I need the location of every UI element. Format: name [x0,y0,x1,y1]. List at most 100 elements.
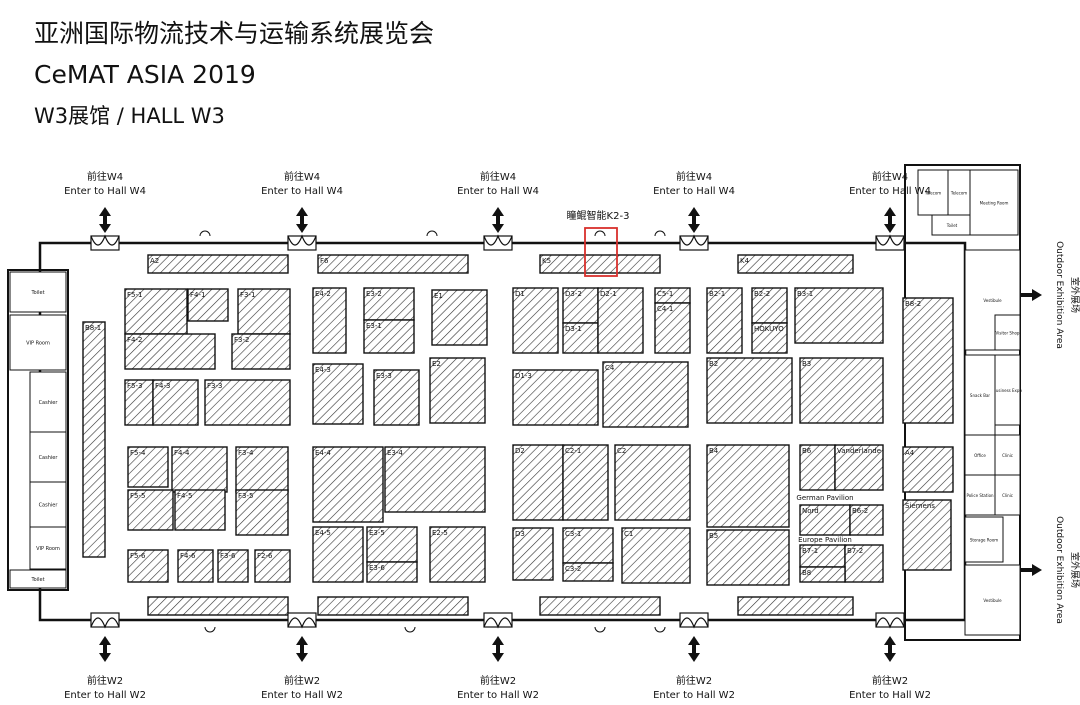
booth-strip[interactable] [317,596,469,616]
booth[interactable]: B6-2 [849,504,884,536]
booth[interactable]: E3-3 [373,369,420,426]
booth[interactable]: E2 [429,357,486,424]
highlight-box [584,227,618,277]
booth[interactable]: E2-5 [429,526,486,583]
booth[interactable]: B7-2 [844,544,884,583]
booth[interactable]: F5-5 [127,489,174,531]
booth[interactable]: F5-4 [127,446,169,488]
booth[interactable]: Nord [799,504,851,536]
booth[interactable]: B3-1 [794,287,884,344]
booth[interactable]: B2 [706,357,793,424]
booth-strip[interactable] [737,596,854,616]
booth[interactable]: C4 [602,361,689,428]
booth-label: F4-5 [177,492,192,500]
booth[interactable]: E3-5 [366,526,418,563]
booth[interactable]: E1 [431,289,488,346]
entrance-label-cn: 前往W2 [872,674,908,687]
outdoor-label-cn: 室外展场 [1069,277,1080,313]
booth[interactable]: E4-4 [312,446,384,523]
booth[interactable]: B2-1 [706,287,743,354]
booth[interactable]: F4-5 [174,489,226,531]
booth[interactable]: B8-1 [82,321,106,558]
booth[interactable]: A4 [902,446,954,493]
booth[interactable]: E4-2 [312,287,347,354]
booth[interactable]: F2-6 [254,549,291,583]
booth[interactable]: F3-5 [235,489,289,536]
booth[interactable]: K4 [737,254,854,274]
booth[interactable]: B8-2 [902,297,954,424]
booth[interactable]: A2 [147,254,289,274]
booth-label: F3-4 [238,449,254,457]
booth[interactable]: F6 [317,254,469,274]
booth[interactable]: B6 [799,444,836,491]
entrance-door[interactable] [90,612,120,629]
entrance-door[interactable] [679,612,709,629]
service-room: Cashier [29,431,67,483]
booth[interactable]: C4-1 [654,302,691,354]
booth[interactable]: D2-1 [597,287,644,354]
booth[interactable]: F4-4 [171,446,228,493]
booth[interactable]: F5-6 [127,549,169,583]
pavilion-label: German Pavilion [796,494,853,502]
booth[interactable]: C2 [614,444,691,521]
entrance-door[interactable] [875,234,905,251]
booth[interactable]: D3 [512,527,554,581]
booth[interactable]: B4 [706,444,790,528]
booth-strip[interactable] [147,596,289,616]
service-room: Storage Room [964,516,1004,563]
booth[interactable]: C5-1 [654,287,691,304]
entrance-label-cn: 前往W4 [676,170,712,183]
booth[interactable]: C2-1 [562,444,609,521]
hall-name: W3展馆 / HALL W3 [34,104,225,128]
entrance-door[interactable] [90,234,120,251]
booth[interactable]: F5-3 [124,379,154,426]
entrance-door[interactable] [679,234,709,251]
booth[interactable]: E3-4 [384,446,486,513]
booth[interactable]: D1-3 [512,369,599,426]
booth[interactable]: F4-2 [124,333,216,370]
booth[interactable]: C3-2 [562,562,614,582]
entrance-door[interactable] [875,612,905,629]
entrance-label-cn: 前往W2 [480,674,516,687]
entrance-door[interactable] [287,612,317,629]
booth[interactable]: C1 [621,527,691,584]
booth[interactable]: K5 [539,254,661,274]
entrance-door[interactable] [483,234,513,251]
service-room-label: Storage Room [970,538,998,543]
booth[interactable]: F3-2 [231,333,291,370]
booth[interactable]: Vanderlande [834,444,884,491]
booth[interactable]: C3-1 [562,527,614,564]
service-room: Clinic [994,474,1021,516]
booth[interactable]: E3-1 [363,319,415,354]
booth[interactable]: F4-6 [177,549,214,583]
booth[interactable]: F3-1 [237,288,291,335]
entrance-door[interactable] [483,612,513,629]
booth[interactable]: B8 [799,566,846,583]
booth[interactable]: F4-3 [152,379,199,426]
booth[interactable]: D2 [512,444,564,521]
booth[interactable]: F3-6 [217,549,249,583]
booth[interactable]: D3-1 [562,322,599,354]
booth[interactable]: E4-3 [312,363,364,425]
booth[interactable]: F3-3 [204,379,291,426]
booth[interactable]: E4-5 [312,526,364,583]
booth[interactable]: F3-4 [235,446,289,493]
booth[interactable]: HOKUYO [751,322,788,354]
booth[interactable]: B5 [706,529,790,586]
booth[interactable]: D1 [512,287,559,354]
booth[interactable]: E3-2 [363,287,415,321]
entrance-door[interactable] [287,234,317,251]
booth-label: C4 [605,364,615,372]
booth[interactable]: F5-1 [124,288,188,335]
booth[interactable]: F4-1 [187,288,229,322]
service-room: Toilet [9,569,67,589]
booth[interactable]: E3-6 [366,561,418,583]
booth[interactable]: B3 [799,357,884,424]
booth[interactable]: D3-2 [562,287,599,324]
booth-strip[interactable] [539,596,661,616]
booth-label: D3-1 [565,325,582,333]
booth[interactable]: Siemens [902,499,952,571]
booth[interactable]: B2-2 [751,287,788,324]
booth[interactable]: B7-1 [799,544,846,568]
booth-label: E3-1 [366,322,382,330]
